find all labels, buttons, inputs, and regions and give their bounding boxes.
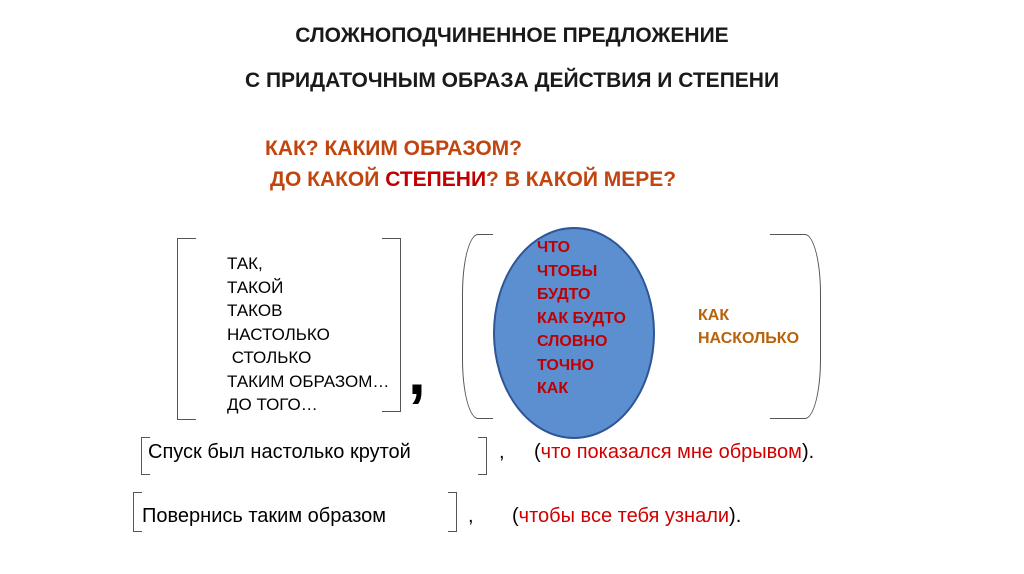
- question-line-2-end: ? В КАКОЙ МЕРЕ?: [486, 168, 677, 191]
- example-1-main-clause: Спуск был настолько крутой: [148, 441, 411, 463]
- list-item: НАСТОЛЬКО: [227, 324, 330, 344]
- example-1-close: ).: [801, 441, 815, 463]
- example-2-conjunction: чтобы: [518, 505, 575, 527]
- main-clause-close-bracket: [382, 238, 401, 412]
- list-item: НАСКОЛЬКО: [698, 330, 800, 347]
- oval-shape: [493, 227, 655, 439]
- example-2-rest: все тебя узнали: [580, 505, 730, 527]
- question-line-2: ДО КАКОЙ СТЕПЕНИ? В КАКОЙ МЕРЕ?: [270, 168, 676, 192]
- list-item: ТАКИМ ОБРАЗОМ…: [227, 371, 390, 391]
- conjunction-oval: [493, 227, 655, 439]
- list-item: ТОЧНО: [537, 356, 595, 374]
- example-2-subordinate: (чтобы все тебя узнали).: [512, 505, 741, 528]
- example-2-open-paren: (: [512, 505, 519, 527]
- list-item: ТАКОВ: [227, 301, 283, 320]
- title-line-1: СЛОЖНОПОДЧИНЕННОЕ ПРЕДЛОЖЕНИЕ: [295, 24, 729, 47]
- example-1-close-bracket: [478, 437, 487, 475]
- main-clause-open-bracket: [177, 238, 196, 420]
- main-clause-word-list: ТАК, ТАКОЙ ТАКОВ НАСТОЛЬКО СТОЛЬКО ТАКИМ…: [227, 252, 389, 417]
- conjunction-list: ЧТО ЧТОБЫ БУДТО КАК БУДТО СЛОВНО ТОЧНО К…: [537, 236, 626, 401]
- example-2-close-bracket: [448, 492, 457, 532]
- subordinate-close-bracket: [770, 234, 821, 419]
- list-item: ДО ТОГО…: [227, 395, 318, 414]
- list-item: БУДТО: [537, 286, 591, 303]
- list-item: СЛОВНО: [537, 333, 608, 350]
- example-2-comma: ,: [468, 505, 474, 527]
- example-1-subordinate: (что показался мне обрывом).: [534, 441, 814, 464]
- title-line-2: С ПРИДАТОЧНЫМ ОБРАЗА ДЕЙСТВИЯ И СТЕПЕНИ: [244, 69, 780, 92]
- list-item: ТАК,: [227, 254, 263, 273]
- example-1-open-bracket: [141, 437, 150, 475]
- subordinate-open-bracket: [462, 234, 493, 419]
- example-1-rest: показался мне обрывом: [576, 441, 802, 463]
- example-2-close: ).: [729, 505, 742, 527]
- list-item: ЧТОБЫ: [537, 262, 598, 280]
- example-2-open-bracket: [133, 492, 142, 532]
- question-line-1: КАК? КАКИМ ОБРАЗОМ?: [265, 137, 522, 160]
- list-item: ТАКОЙ: [227, 277, 284, 297]
- list-item: СТОЛЬКО: [227, 348, 312, 367]
- list-item: КАК: [537, 380, 569, 397]
- list-item: КАК: [698, 307, 730, 324]
- question-highlight-word: СТЕПЕНИ: [385, 168, 487, 191]
- example-1-comma: ,: [499, 441, 505, 463]
- example-2-main-clause: Повернись таким образом: [142, 505, 387, 527]
- separating-comma: ,: [408, 336, 426, 408]
- example-1-conjunction: что: [540, 441, 572, 463]
- question-line-2-start: ДО КАКОЙ: [270, 168, 386, 191]
- allied-words-list: КАК НАСКОЛЬКО: [698, 304, 799, 350]
- list-item: ЧТО: [537, 239, 571, 256]
- list-item: КАК БУДТО: [537, 309, 626, 327]
- example-1-open-paren: (: [534, 441, 541, 463]
